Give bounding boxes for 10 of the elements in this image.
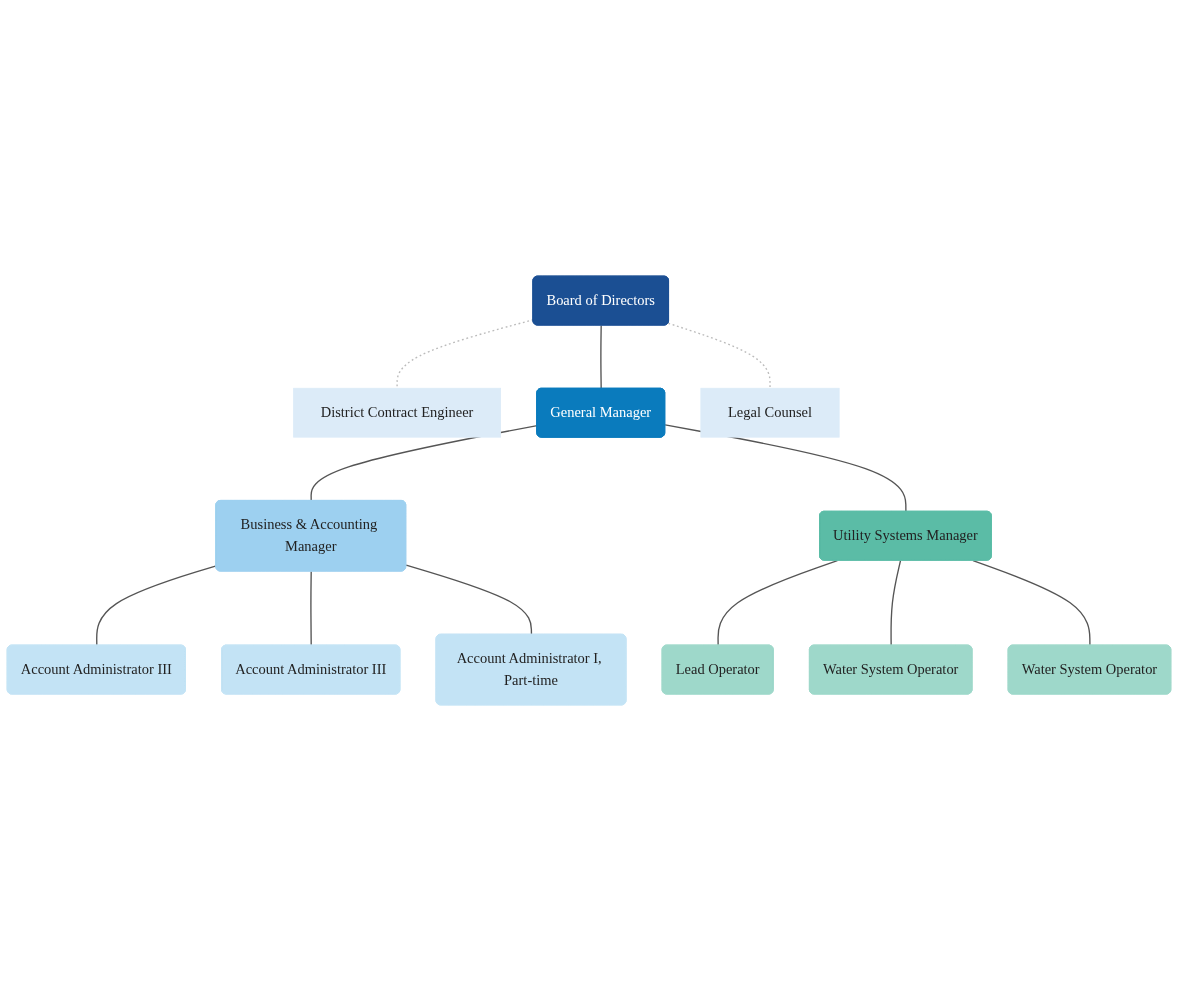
connector (717, 559, 839, 647)
connector (890, 559, 902, 647)
connector (667, 322, 771, 389)
connector (972, 559, 1091, 647)
node-box: District Contract Engineer (293, 387, 501, 438)
connector (600, 324, 602, 390)
connector (310, 570, 312, 647)
node-box: Legal Counsel (700, 387, 840, 438)
connector (405, 564, 533, 636)
connector (96, 565, 217, 647)
